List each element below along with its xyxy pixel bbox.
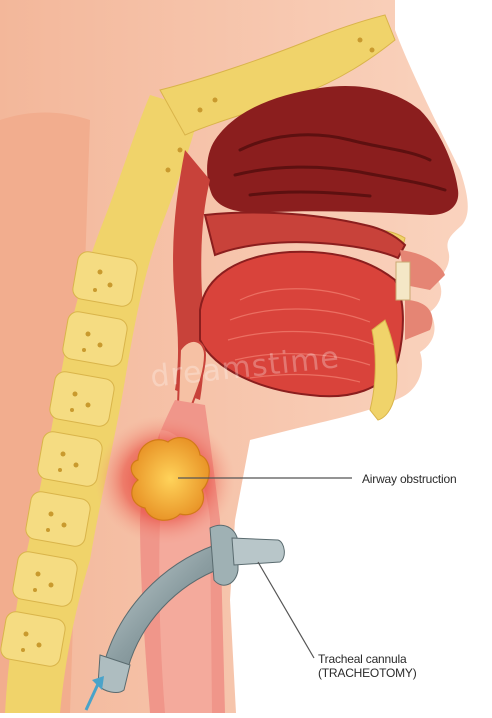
label-tracheal-cannula-line1: Tracheal cannula <box>318 652 417 666</box>
label-tracheal-cannula: Tracheal cannula (TRACHEOTOMY) <box>318 652 417 680</box>
obstruction-mass <box>131 438 209 521</box>
label-tracheal-cannula-line2: (TRACHEOTOMY) <box>318 666 417 680</box>
label-airway-obstruction: Airway obstruction <box>362 472 456 486</box>
teeth <box>396 262 410 300</box>
leader-tracheal-cannula <box>258 562 314 658</box>
cannula-hub <box>232 538 284 565</box>
